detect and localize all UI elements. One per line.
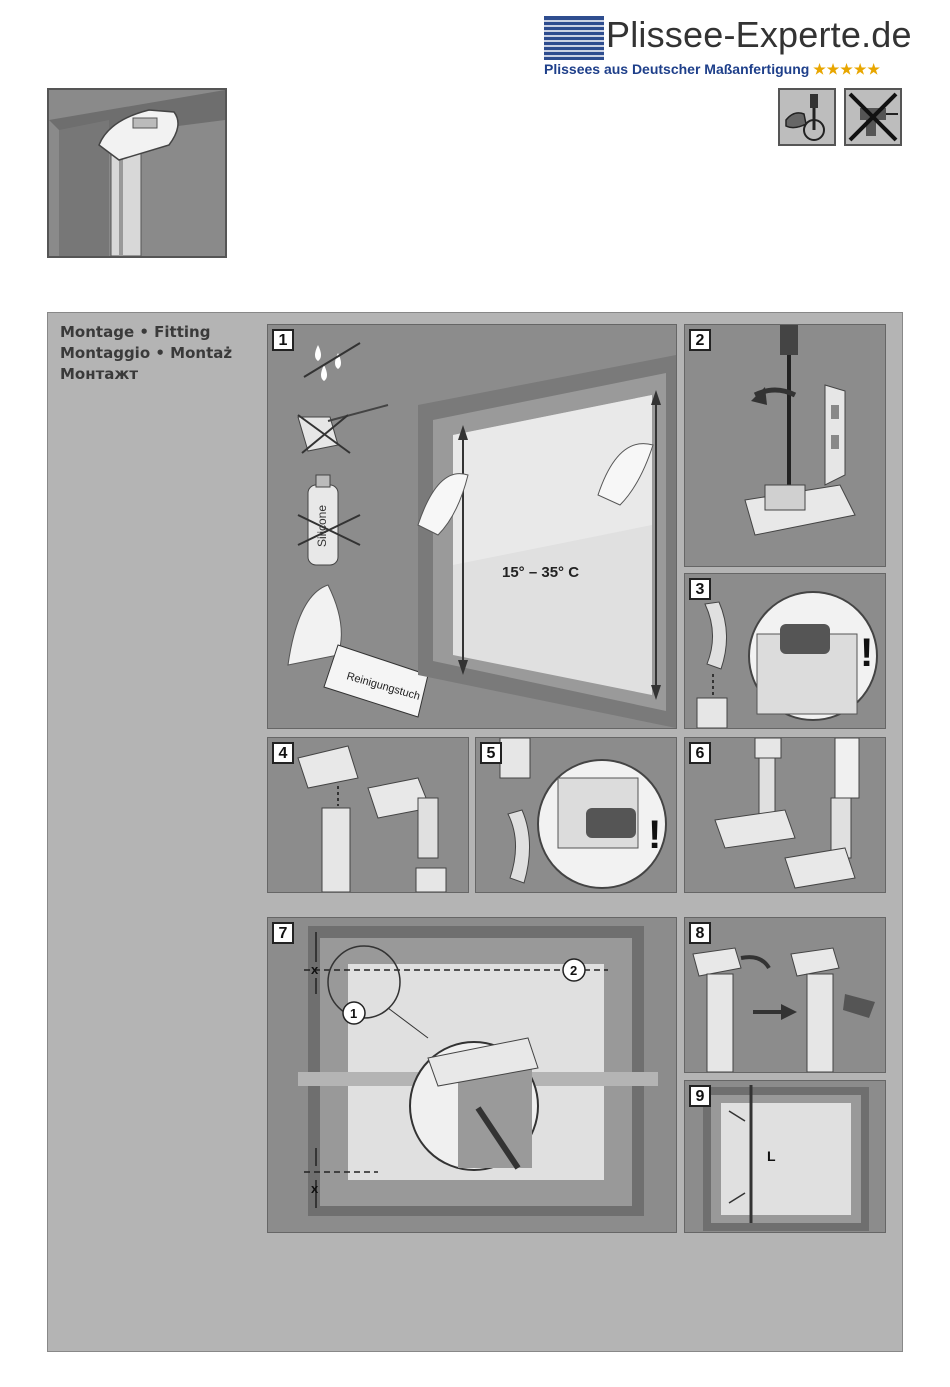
step-2-screw-bracket: 2 (684, 324, 886, 567)
step-number: 4 (272, 742, 294, 764)
step-number: 2 (689, 329, 711, 351)
warning-mark: ! (860, 631, 873, 675)
step-3-insert-clip: 3 ! (684, 573, 886, 729)
offset-x-bottom: x (311, 1181, 319, 1196)
step-6-bracket-assembly: 6 (684, 737, 886, 893)
rating-stars: ★★★★★ (813, 61, 881, 77)
callout-1: 1 (350, 1006, 357, 1021)
warning-mark: ! (648, 813, 661, 857)
offset-x-top: x (311, 962, 319, 977)
step-7-position-brackets: 7 x x 1 2 (267, 917, 677, 1233)
title-line-1: Montage • Fitting (60, 322, 232, 343)
screwdriver-icon (778, 88, 836, 146)
temperature-range: 15° – 35° C (502, 564, 579, 581)
step-9-measure-length: 9 L (684, 1080, 886, 1233)
step-1-prepare-window: 1 Silicone Reinigungstuch (267, 324, 677, 729)
silicone-spray-icon: Silicone (298, 475, 360, 565)
step-number: 6 (689, 742, 711, 764)
step-5-clip-rail: 5 ! (475, 737, 677, 893)
drill-crossed-icon (844, 88, 902, 146)
tagline-text: Plissees aus Deutscher Maßanfertigung (544, 61, 809, 77)
brand-name: Plissee-Experte.de (606, 14, 912, 56)
title-line-3: Монтажт (60, 364, 232, 385)
brand-logo: Plissee-Experte.de Plissees aus Deutsche… (544, 14, 944, 80)
tool-icons (778, 88, 904, 148)
step-number: 8 (689, 922, 711, 944)
step-number: 7 (272, 922, 294, 944)
callout-2: 2 (570, 963, 577, 978)
step-number: 3 (689, 578, 711, 600)
length-label: L (767, 1148, 776, 1164)
brand-tagline: Plissees aus Deutscher Maßanfertigung ★★… (544, 61, 881, 78)
water-drops-icon (304, 343, 360, 381)
blind-logo-icon (544, 16, 604, 60)
cleaning-cloth-icon: Reinigungstuch (288, 585, 428, 717)
step-8-click-rail: 8 (684, 917, 886, 1073)
step-4-attach-brackets: 4 (267, 737, 469, 893)
step-number: 9 (689, 1085, 711, 1107)
step-number: 1 (272, 329, 294, 351)
section-title: Montage • Fitting Montaggio • Montaż Мон… (60, 322, 232, 385)
step-number: 5 (480, 742, 502, 764)
thumbnail-bracket-image (47, 88, 227, 258)
oil-can-icon (298, 405, 388, 453)
title-line-2: Montaggio • Montaż (60, 343, 232, 364)
